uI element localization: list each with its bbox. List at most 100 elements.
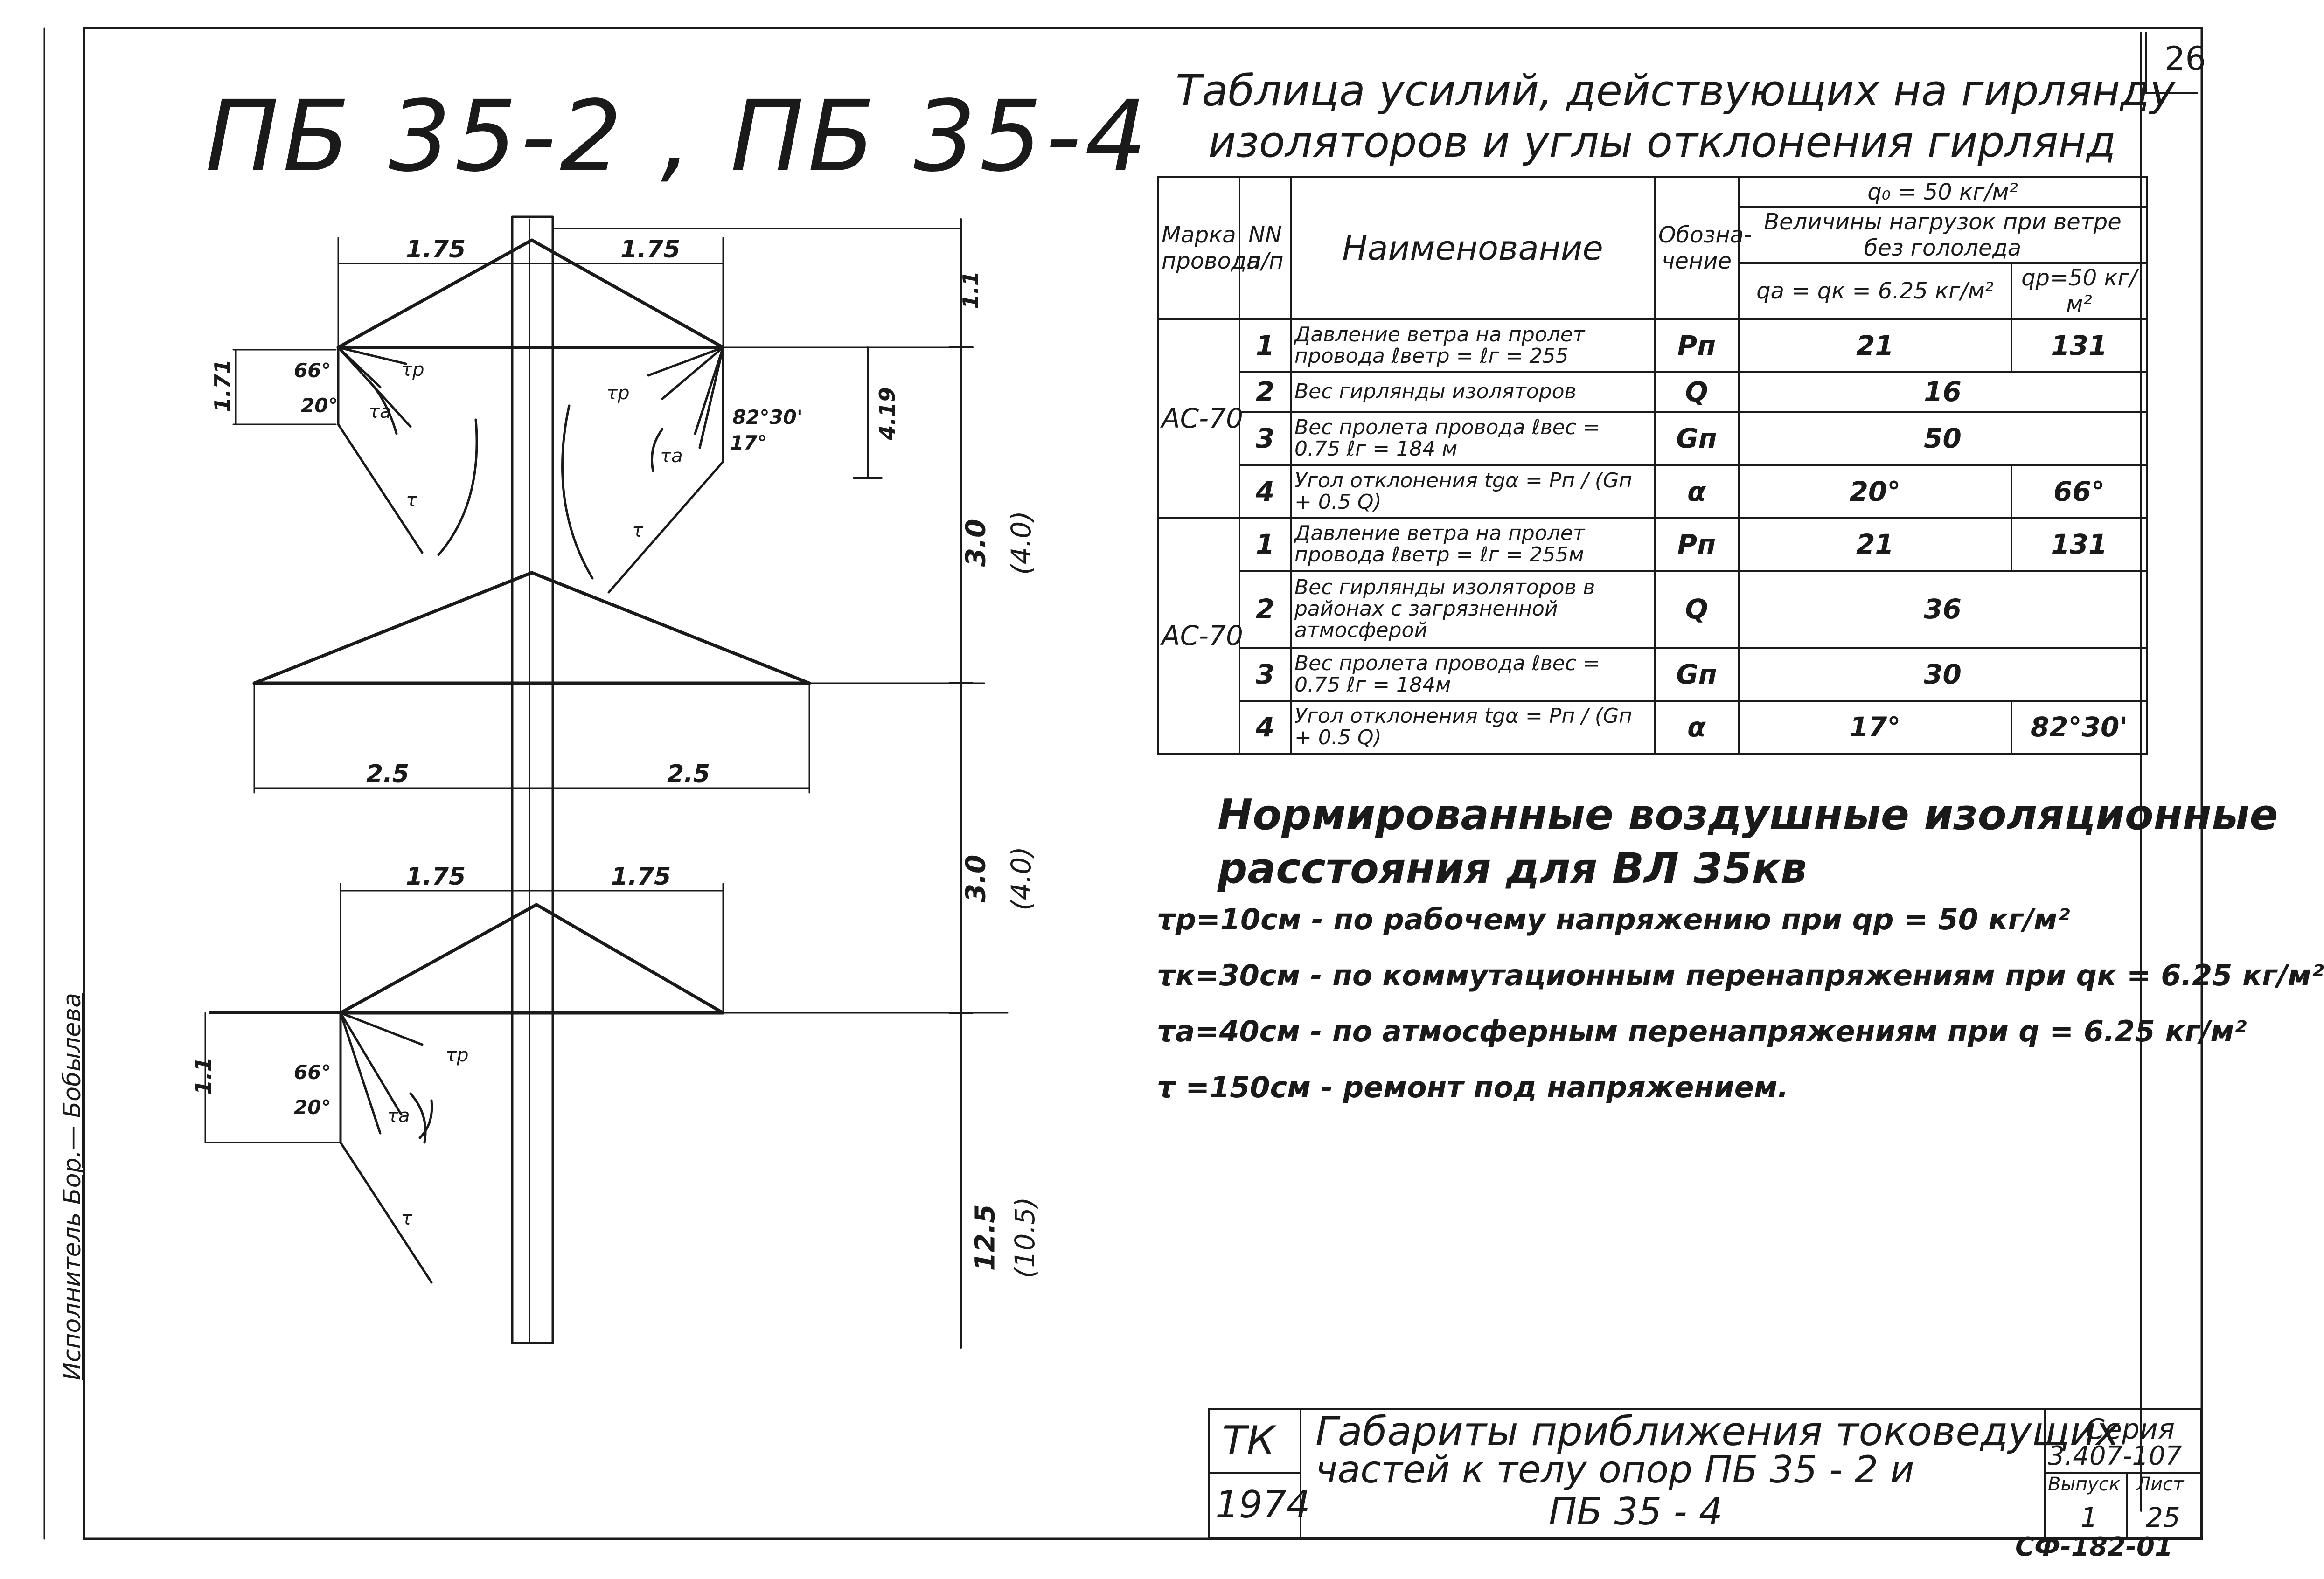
header-sub: Величины нагрузок при ветре без гололеда — [1738, 206, 2148, 264]
norm-line-1: τр=10см - по рабочему напряжению при qр … — [1157, 902, 2070, 936]
table-row: АС-70 1 Давление ветра на пролет провода… — [1157, 318, 2148, 519]
row-num: 2 — [1239, 371, 1292, 413]
issue-label: Выпуск — [2048, 1474, 2120, 1495]
title-block-line-1: Габариты приближения токоведущих — [1315, 1408, 2120, 1455]
group-mark: АС-70 — [1157, 517, 1243, 755]
row-value: 16 — [1738, 371, 2148, 413]
angle-bl-1: 66° — [294, 1061, 331, 1084]
dim-top-left: 1.75 — [406, 235, 466, 263]
pole-body — [511, 215, 554, 1344]
dim-mid-right: 2.5 — [667, 760, 710, 788]
table-title-line-2: изоляторов и углы отклонения гирлянд — [1208, 117, 2116, 167]
row-name: Вес пролета провода ℓвес = 0.75 ℓг = 184… — [1290, 647, 1656, 702]
garland-top-left — [232, 346, 478, 556]
table-row: АС-70 1 Давление ветра на пролет провода… — [1157, 517, 2148, 755]
page-number-box — [2145, 32, 2198, 94]
row-sym: α — [1654, 464, 1740, 519]
row-num: 2 — [1239, 569, 1292, 649]
header-num: NN п/п — [1239, 176, 1292, 320]
table-row: 4 Угол отклонения tgα = Pп / (Gп + 0.5 Q… — [1158, 699, 2148, 755]
norms-title-line-1: Нормированные воздушные изоляционные — [1218, 790, 2278, 839]
row-value: 30 — [1738, 647, 2148, 702]
angle-tl-1: 66° — [294, 359, 331, 382]
dim-low-left: 1.75 — [406, 863, 466, 891]
r-label-a-top: τа — [369, 401, 391, 422]
table-title: Таблица усилий, действующих на гирлянду … — [1176, 65, 2175, 168]
row-num: 3 — [1239, 647, 1292, 702]
norm-line-4: τ =150см - ремонт под напряжением. — [1157, 1070, 1789, 1104]
garland-lower-left — [204, 1011, 433, 1284]
drawing-canvas — [43, 27, 2203, 1540]
header-col1: qа = qк = 6.25 кг/м² — [1738, 262, 2012, 320]
norms-title: Нормированные воздушные изоляционные рас… — [1218, 788, 2278, 895]
row-num: 4 — [1239, 464, 1292, 519]
dim-right-2p: (4.0) — [1005, 846, 1037, 911]
angle-bl-2: 20° — [294, 1096, 331, 1119]
title-block-year: 1974 — [1215, 1483, 1310, 1526]
norm-line-2: τк=30см - по коммутационным перенапряжен… — [1157, 958, 2324, 992]
issue-value: 1 — [2080, 1502, 2098, 1533]
row-num: 3 — [1239, 411, 1292, 466]
header-top: q₀ = 50 кг/м² — [1738, 176, 2148, 208]
row-name: Давление ветра на пролет провода ℓветр =… — [1290, 517, 1656, 572]
lower-traverse — [339, 903, 725, 1015]
r-label-p-top: τр — [401, 359, 424, 381]
r-label-a-low: τа — [387, 1105, 410, 1127]
r-label-r-low: τ — [401, 1208, 413, 1229]
row-value-2: 131 — [2011, 517, 2148, 572]
row-name: Вес гирлянды изоляторов в районах с загр… — [1290, 569, 1656, 649]
side-note: Исполнитель Бор.— Бобылева — [58, 993, 86, 1380]
dim-right-b: 4.19 — [874, 387, 900, 440]
row-value-1: 20° — [1738, 464, 2012, 519]
sheet-label: Лист — [2136, 1474, 2184, 1495]
dim-right-1: 3.0 — [960, 519, 992, 567]
row-num: 1 — [1239, 318, 1292, 373]
norm-line-3: τа=40см - по атмосферным перенапряжениям… — [1157, 1014, 2247, 1048]
header-mark: Марка провода — [1157, 176, 1260, 320]
row-value-1: 17° — [1738, 699, 2012, 755]
dim-right-1p: (4.0) — [1005, 511, 1037, 575]
row-num: 1 — [1239, 517, 1292, 572]
right-dimension-line — [853, 218, 974, 1349]
row-sym: Gп — [1654, 411, 1740, 466]
row-sym: Q — [1654, 371, 1740, 413]
r-label-a-right: τа — [660, 445, 683, 467]
norms-title-line-2: расстояния для ВЛ 35кв — [1218, 844, 1807, 893]
table-title-line-1: Таблица усилий, действующих на гирлянду — [1176, 66, 2175, 116]
header-col2: qр=50 кг/м² — [2011, 262, 2148, 320]
row-num: 4 — [1239, 699, 1292, 755]
row-value-1: 21 — [1738, 517, 2012, 572]
dim-left-low: 1.1 — [190, 1057, 216, 1095]
table-row: 3 Вес пролета провода ℓвес = 0.75 ℓг = 1… — [1158, 647, 2148, 702]
main-title: ПБ 35-2 , ПБ 35-4 — [205, 79, 1151, 194]
series-value: 3.407-107 — [2048, 1441, 2182, 1471]
title-block-line-2: частей к телу опор ПБ 35 - 2 и — [1315, 1448, 1914, 1491]
dim-right-3: 12.5 — [969, 1204, 1001, 1271]
table-row: 4 Угол отклонения tgα = Pп / (Gп + 0.5 Q… — [1158, 464, 2148, 519]
row-value-2: 131 — [2011, 318, 2148, 373]
header-sym: Обозна-чение — [1654, 176, 1752, 320]
sheet-frame — [83, 27, 2203, 1540]
header-name: Наименование — [1290, 176, 1656, 320]
row-sym: α — [1654, 699, 1740, 755]
dim-left-top: 1.71 — [209, 359, 235, 412]
r-label-r-right: τ — [632, 520, 644, 541]
table-row: 2 Вес гирлянды изоляторов Q 16 — [1158, 371, 2148, 413]
top-traverse — [336, 238, 725, 349]
angle-tr-2: 17° — [730, 431, 767, 454]
dim-mid-left: 2.5 — [366, 760, 410, 788]
row-name: Угол отклонения tgα = Pп / (Gп + 0.5 Q) — [1290, 464, 1656, 519]
row-value: 36 — [1738, 569, 2148, 649]
middle-traverse — [252, 571, 811, 685]
row-name: Вес пролета провода ℓвес = 0.75 ℓг = 184… — [1290, 411, 1656, 466]
row-sym: Pп — [1654, 318, 1740, 373]
dim-top-right: 1.75 — [620, 235, 681, 263]
garland-top-right — [561, 346, 724, 594]
dim-right-a: 1.1 — [958, 271, 983, 309]
row-sym: Gп — [1654, 647, 1740, 702]
row-value-2: 66° — [2011, 464, 2148, 519]
row-name: Угол отклонения tgα = Pп / (Gп + 0.5 Q) — [1290, 699, 1656, 755]
group-mark: АС-70 — [1157, 318, 1243, 519]
title-block-line-3: ПБ 35 - 4 — [1549, 1490, 1723, 1533]
row-sym: Q — [1654, 569, 1740, 649]
